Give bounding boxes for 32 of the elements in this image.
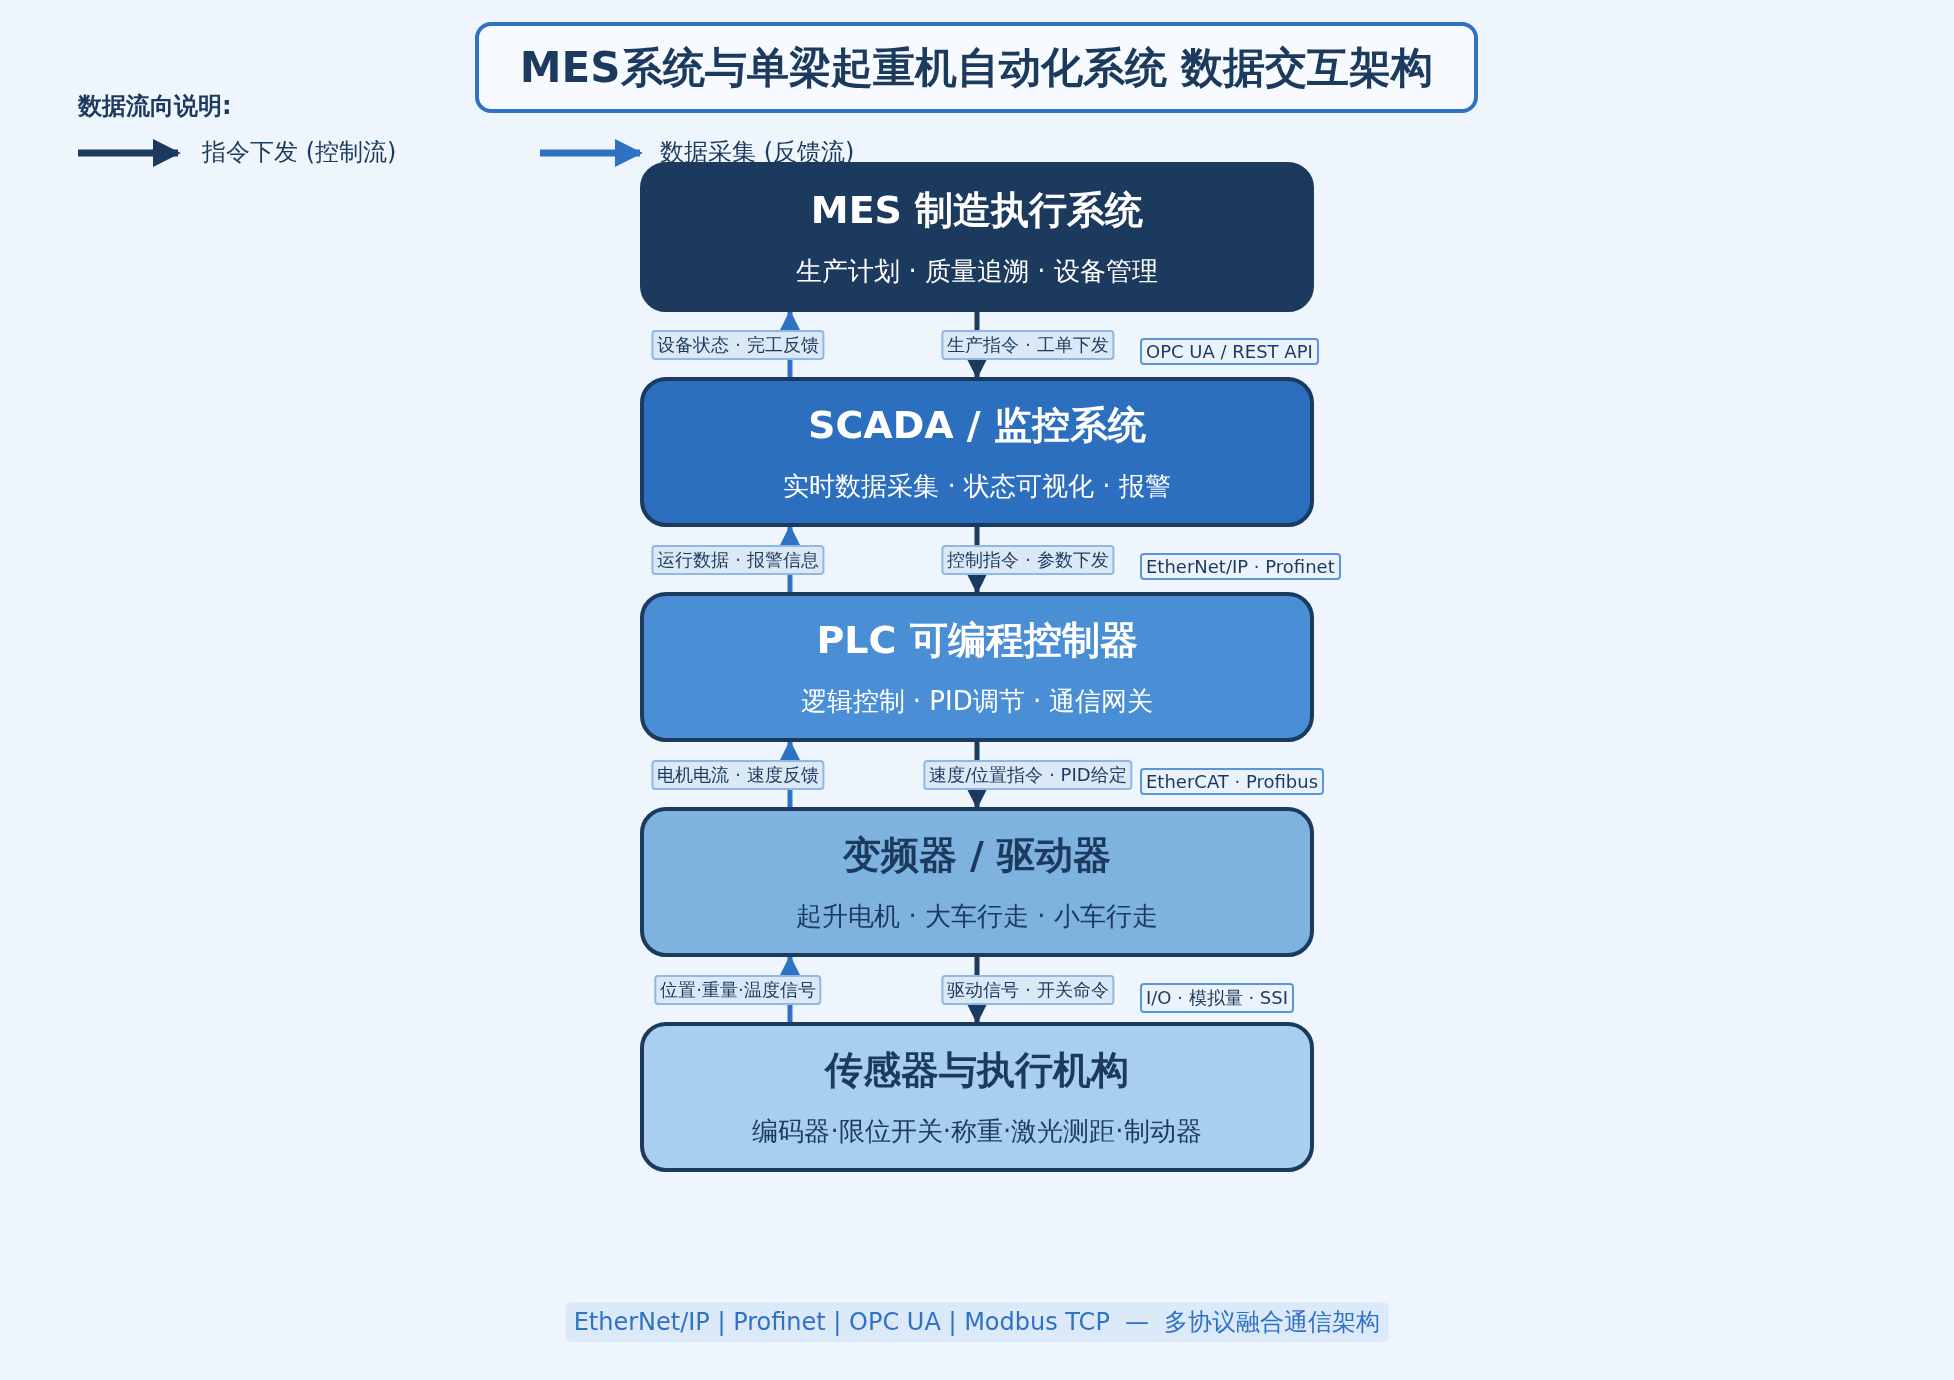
protocol-label: EtherNet/IP · Profinet — [1140, 553, 1341, 580]
edge-label: 生产指令 · 工单下发 — [941, 329, 1115, 360]
edge-label: 速度/位置指令 · PID给定 — [923, 759, 1133, 790]
layer-heading: SCADA / 监控系统 — [808, 402, 1146, 449]
title-box: MES系统与单梁起重机自动化系统 数据交互架构 — [475, 22, 1478, 113]
footer-banner: EtherNet/IP | Profinet | OPC UA | Modbus TCP — 多协议融合通信架构 — [565, 1302, 1389, 1342]
layer-description: 实时数据采集 · 状态可视化 · 报警 — [783, 470, 1171, 503]
layer-description: 起升电机 · 大车行走 · 小车行走 — [796, 900, 1158, 933]
layer-heading: 变频器 / 驱动器 — [842, 832, 1112, 879]
legend-heading: 数据流向说明: — [78, 91, 232, 122]
protocol-label: EtherCAT · Profibus — [1140, 768, 1325, 795]
edge-label: 驱动信号 · 开关命令 — [941, 974, 1115, 1005]
protocol-label: OPC UA / REST API — [1140, 338, 1319, 365]
layer-description: 逻辑控制 · PID调节 · 通信网关 — [800, 685, 1154, 718]
layer-box — [640, 1022, 1314, 1172]
edge-label: 位置·重量·温度信号 — [654, 974, 822, 1005]
layer-box — [640, 377, 1314, 527]
layer-box — [640, 592, 1314, 742]
edge-label: 电机电流 · 速度反馈 — [651, 759, 825, 790]
legend-label: 数据采集 (反馈流) — [660, 137, 855, 168]
layer-heading: PLC 可编程控制器 — [816, 617, 1138, 664]
edge-label: 运行数据 · 报警信息 — [651, 544, 825, 575]
layer-box — [640, 162, 1314, 312]
protocol-label: I/O · 模拟量 · SSI — [1140, 983, 1295, 1013]
layer-heading: 传感器与执行机构 — [825, 1047, 1129, 1094]
edge-label: 设备状态 · 完工反馈 — [651, 329, 825, 360]
legend-label: 指令下发 (控制流) — [202, 137, 397, 168]
layer-heading: MES 制造执行系统 — [810, 187, 1144, 234]
layer-description: 生产计划 · 质量追溯 · 设备管理 — [796, 255, 1158, 288]
layer-box — [640, 807, 1314, 957]
edge-label: 控制指令 · 参数下发 — [941, 544, 1115, 575]
layer-description: 编码器·限位开关·称重·激光测距·制动器 — [752, 1115, 1202, 1148]
